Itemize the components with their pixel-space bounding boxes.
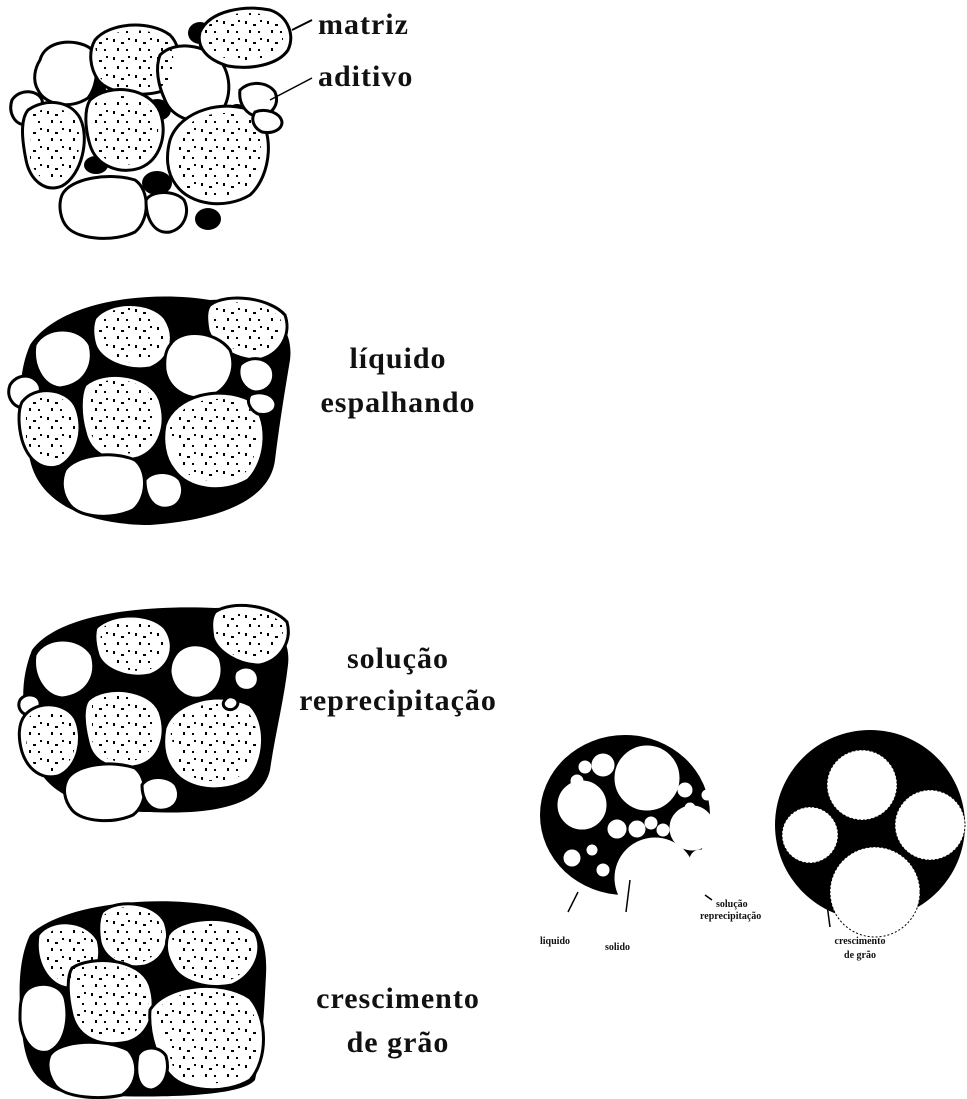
stage-2-particles: [9, 296, 291, 525]
detail-liquid-label: liquido: [540, 936, 570, 947]
liquid-spreading-label-line1: líquido: [349, 342, 446, 375]
detail-right-circle: [775, 730, 965, 937]
additive-label: aditivo: [318, 60, 413, 93]
solution-label-line1: solução: [347, 642, 449, 675]
stage-1-particles: [11, 8, 312, 238]
detail-solid-label: solido: [605, 942, 630, 953]
detail-left-circle: [540, 735, 714, 918]
stage-3-particles: [19, 605, 289, 820]
liquid-spreading-label-line2: espalhando: [320, 386, 475, 419]
matrix-label: matriz: [318, 8, 409, 41]
detail-grain-growth-label-line2: de grão: [844, 950, 876, 961]
solution-label-line2: reprecipitação: [299, 684, 497, 717]
stage-4-particles: [20, 901, 267, 1097]
detail-solution-label-line2: reprecipitação: [700, 911, 761, 922]
detail-solution-label-line1: solução: [716, 899, 748, 910]
grain-growth-label-line2: de grão: [347, 1026, 450, 1059]
detail-grain-growth-label-line1: crescimento: [835, 936, 886, 947]
grain-growth-label-line1: crescimento: [316, 982, 480, 1015]
